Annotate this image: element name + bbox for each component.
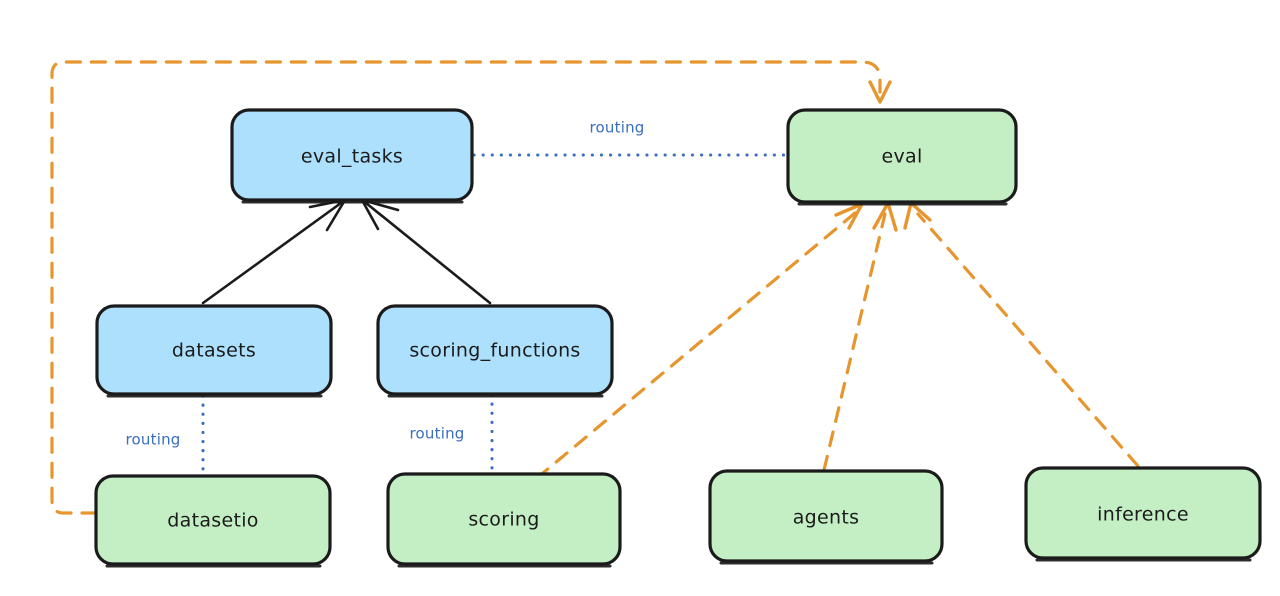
node-datasets-label: datasets bbox=[172, 340, 256, 362]
node-agents-shape bbox=[708, 469, 944, 563]
node-agents-label: agents bbox=[793, 507, 860, 529]
node-datasets[interactable]: datasets bbox=[95, 304, 333, 398]
node-scoring_functions[interactable]: scoring_functions bbox=[376, 304, 614, 398]
edge-datasetio-to-eval-path bbox=[50, 60, 882, 515]
node-eval_tasks[interactable]: eval_tasks bbox=[230, 108, 474, 204]
edge-agents-to-eval[interactable] bbox=[822, 201, 898, 472]
node-datasetio-label: datasetio bbox=[167, 510, 258, 532]
edge-datasets-to-eval_tasks-path bbox=[201, 201, 343, 305]
node-eval[interactable]: eval bbox=[786, 108, 1018, 206]
edge-label-layer: routing routing routing bbox=[126, 119, 645, 449]
edge-layer bbox=[50, 60, 1140, 515]
edge-scoring-to-eval-path bbox=[535, 211, 857, 480]
node-inference[interactable]: inference bbox=[1024, 466, 1262, 562]
node-layer: eval_tasks eval datasets scoring_functio… bbox=[94, 108, 1262, 568]
edge-inference-to-eval[interactable] bbox=[903, 201, 1140, 468]
node-scoring[interactable]: scoring bbox=[386, 472, 622, 568]
edge-datasets-to-eval_tasks[interactable] bbox=[201, 198, 347, 305]
edge-label-routing-scoring_functions-scoring: routing bbox=[410, 425, 465, 443]
node-inference-shape bbox=[1024, 466, 1262, 560]
node-scoring_functions-shape bbox=[376, 304, 614, 396]
node-datasetio[interactable]: datasetio bbox=[94, 474, 332, 568]
node-scoring-shape bbox=[386, 472, 622, 566]
node-inference-label: inference bbox=[1097, 504, 1189, 526]
edge-label-routing-eval_tasks-eval: routing bbox=[590, 119, 645, 137]
node-datasets-shape bbox=[95, 304, 333, 396]
edge-agents-to-eval-path bbox=[822, 212, 887, 472]
edge-scoring_functions-to-eval_tasks-path bbox=[364, 201, 492, 305]
node-eval_tasks-shape bbox=[230, 108, 474, 202]
edge-datasetio-to-eval[interactable] bbox=[50, 60, 892, 515]
node-scoring-label: scoring bbox=[468, 509, 539, 531]
node-eval-label: eval bbox=[881, 146, 922, 168]
edge-datasetio-to-eval-arrowhead bbox=[868, 80, 892, 104]
node-agents[interactable]: agents bbox=[708, 469, 944, 565]
edge-scoring_functions-to-eval_tasks[interactable] bbox=[360, 198, 492, 305]
node-scoring_functions-label: scoring_functions bbox=[409, 340, 580, 362]
node-eval_tasks-label: eval_tasks bbox=[301, 146, 403, 168]
node-datasetio-shape bbox=[94, 474, 332, 566]
edge-inference-to-eval-path bbox=[916, 212, 1140, 468]
edge-label-routing-datasets-datasetio: routing bbox=[126, 431, 181, 449]
node-eval-shape bbox=[786, 108, 1018, 204]
